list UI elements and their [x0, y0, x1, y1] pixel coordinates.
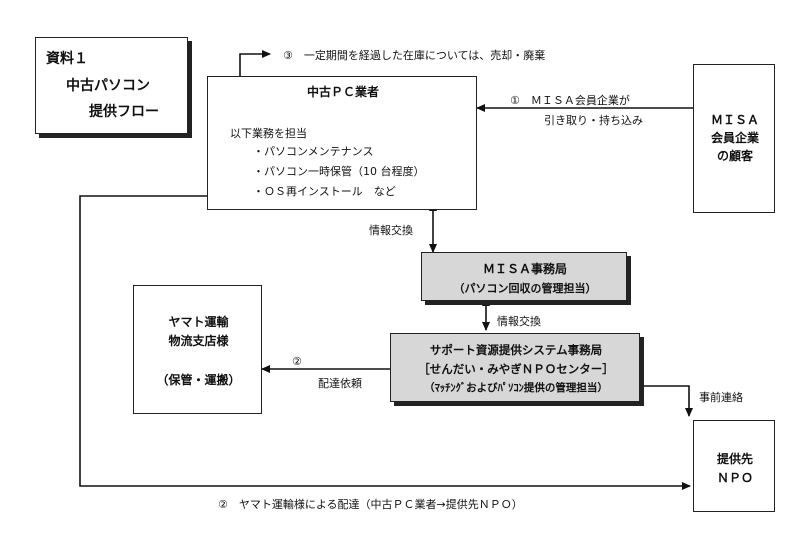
- support-office-line-2: ［せんだい・みやぎＮＰＯセンター］: [418, 362, 614, 376]
- advance-contact-arrow: [640, 385, 693, 417]
- step3-label: ③ 一定期間を経過した在庫については、売却・廃棄: [283, 49, 546, 62]
- yamato-box: ヤマト運輸 物流支店様 （保管・運搬）: [133, 285, 262, 414]
- title-line-2: 中古パソコン: [66, 78, 150, 94]
- support-office-box: サポート資源提供システム事務局 ［せんだい・みやぎＮＰＯセンター］ （ﾏｯﾁﾝｸ…: [390, 333, 640, 402]
- misa-customer-line-2: 会員企業: [710, 131, 759, 145]
- yamato-line-2: 物流支店様: [168, 334, 229, 348]
- pc-dealer-duty-1: ・パソコンメンテナンス: [253, 145, 374, 158]
- npo-line-2: ＮＰＯ: [716, 471, 753, 485]
- step1-label-line-1: ① ＭＩＳＡ会員企業が: [510, 94, 630, 107]
- misa-office-line-1: ＭＩＳＡ事務局: [482, 262, 567, 276]
- title-box: 資料１ 中古パソコン 提供フロー: [35, 37, 188, 134]
- info-exchange-label-1: 情報交換: [369, 224, 413, 237]
- npo-line-1: 提供先: [716, 452, 753, 466]
- step2-number: ②: [292, 355, 302, 368]
- yamato-line-1: ヤマト運輸: [168, 315, 229, 329]
- support-office-line-3: （ﾏｯﾁﾝｸﾞおよびﾊﾟｿｺﾝ提供の管理担当）: [424, 382, 608, 394]
- advance-contact-label: 事前連絡: [699, 391, 743, 404]
- pc-dealer-name: 中古ＰＣ業者: [306, 85, 379, 99]
- misa-customer-line-1: ＭＩＳＡ: [710, 113, 759, 127]
- disposal-arrow: [239, 50, 271, 76]
- delivery-arrow: [79, 195, 691, 490]
- step2-bottom-label: ② ヤマト運輸様による配達（中古ＰＣ業者→提供先ＮＰＯ）: [218, 498, 523, 511]
- support-office-line-1: サポート資源提供システム事務局: [429, 343, 603, 357]
- misa-customer-box: ＭＩＳＡ 会員企業 の顧客: [693, 64, 775, 213]
- info-exchange-label-2: 情報交換: [497, 315, 541, 328]
- pc-dealer-box: 中古ＰＣ業者 以下業務を担当 ・パソコンメンテナンス ・パソコン一時保管（10 …: [207, 76, 477, 210]
- yamato-line-3: （保管・運搬）: [156, 373, 241, 387]
- delivery-request-label: 配達依頼: [318, 377, 362, 390]
- npo-box: 提供先 ＮＰＯ: [693, 420, 775, 512]
- pc-dealer-duties-heading: 以下業務を担当: [230, 127, 307, 140]
- misa-customer-line-3: の顧客: [716, 149, 753, 163]
- title-line-1: 資料１: [46, 51, 88, 67]
- misa-office-box: ＭＩＳＡ事務局 （パソコン回収の管理担当）: [421, 252, 627, 301]
- step1-label-line-2: 引き取り・持ち込み: [544, 114, 643, 127]
- pc-dealer-duty-3: ・ＯＳ再インストール など: [253, 185, 396, 198]
- pc-dealer-duty-2: ・パソコン一時保管（10 台程度）: [253, 165, 425, 178]
- misa-office-line-2: （パソコン回収の管理担当）: [453, 282, 597, 295]
- title-line-3: 提供フロー: [89, 104, 159, 120]
